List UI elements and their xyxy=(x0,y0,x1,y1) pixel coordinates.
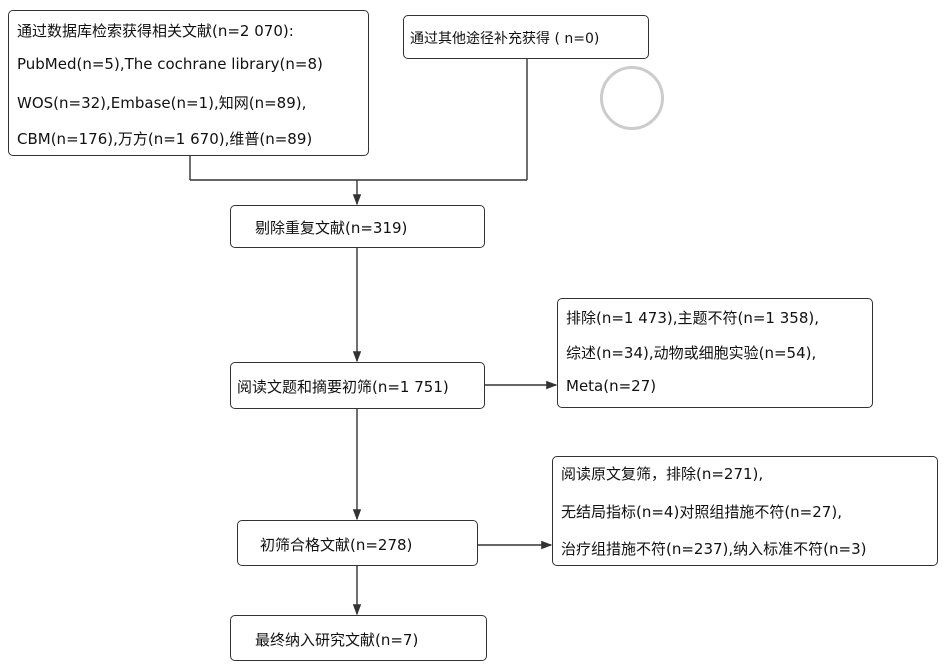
box-line: 通过其他途径补充获得 ( n=0) xyxy=(410,31,600,47)
box-line: Meta(n=27) xyxy=(566,377,657,395)
box-line: 无结局指标(n=4)对照组措施不符(n=27), xyxy=(561,503,842,521)
box-line: 排除(n=1 473),主题不符(n=1 358), xyxy=(566,309,819,327)
watermark-seal-logo xyxy=(600,66,664,130)
box-line: WOS(n=32),Embase(n=1),知网(n=89), xyxy=(17,94,307,112)
box-line: 剔除重复文献(n=319) xyxy=(255,219,408,237)
remove-duplicates-box: 剔除重复文献(n=319) xyxy=(230,205,485,248)
database-search-box: 通过数据库检索获得相关文献(n=2 070): PubMed(n=5),The … xyxy=(8,10,369,156)
excluded-screen-box: 排除(n=1 473),主题不符(n=1 358), 综述(n=34),动物或细… xyxy=(557,298,873,408)
included-box: 最终纳入研究文献(n=7) xyxy=(230,615,487,661)
box-line: 最终纳入研究文献(n=7) xyxy=(255,631,419,649)
box-line: 初筛合格文献(n=278) xyxy=(260,536,413,554)
box-line: 综述(n=34),动物或细胞实验(n=54), xyxy=(566,344,817,362)
box-line: 治疗组措施不符(n=237),纳入标准不符(n=3) xyxy=(561,540,867,558)
excluded-fulltext-box: 阅读原文复筛，排除(n=271), 无结局指标(n=4)对照组措施不符(n=27… xyxy=(552,456,938,566)
box-line: 通过数据库检索获得相关文献(n=2 070): xyxy=(17,22,294,40)
box-line: PubMed(n=5),The cochrane library(n=8) xyxy=(17,55,323,73)
box-line: 阅读文题和摘要初筛(n=1 751) xyxy=(237,378,449,396)
title-abstract-screen-box: 阅读文题和摘要初筛(n=1 751) xyxy=(230,362,485,409)
eligible-box: 初筛合格文献(n=278) xyxy=(237,520,478,566)
box-line: 阅读原文复筛，排除(n=271), xyxy=(561,465,764,483)
other-sources-box: 通过其他途径补充获得 ( n=0) xyxy=(403,15,649,59)
box-line: CBM(n=176),万方(n=1 670),维普(n=89) xyxy=(17,130,313,148)
